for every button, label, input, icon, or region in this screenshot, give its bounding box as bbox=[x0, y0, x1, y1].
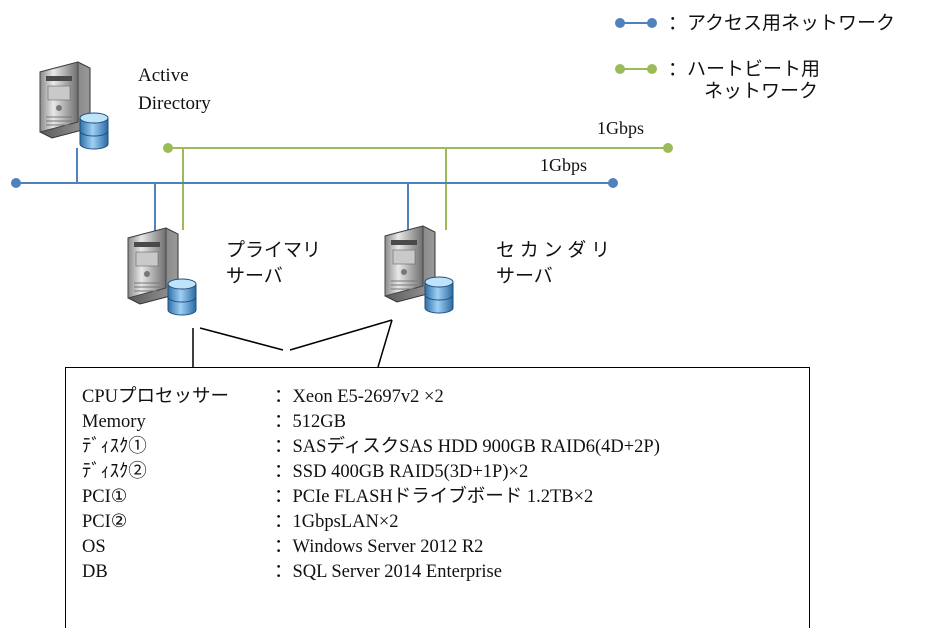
spec-label: Memory bbox=[82, 412, 146, 432]
legend-access-line bbox=[615, 18, 657, 28]
legend-access-label: ：アクセス用ネットワーク bbox=[668, 13, 896, 34]
access-speed-label: 1Gbps bbox=[540, 155, 588, 175]
spec-value: ：1GbpsLAN×2 bbox=[274, 512, 399, 532]
legend-heartbeat-line bbox=[615, 64, 657, 74]
primary-server-icon bbox=[127, 227, 197, 316]
spec-value: ：SSD 400GB RAID5(3D+1P)×2 bbox=[274, 462, 529, 482]
secondary-server-icon bbox=[384, 225, 454, 314]
legend-heartbeat-label-2: ネットワーク bbox=[704, 81, 819, 102]
heartbeat-speed-label: 1Gbps bbox=[597, 118, 645, 138]
spec-label: PCI① bbox=[82, 487, 128, 507]
primary-server-label: プライマリ bbox=[226, 240, 322, 261]
spec-value: ：Windows Server 2012 R2 bbox=[274, 537, 484, 557]
access-network bbox=[11, 148, 618, 248]
spec-value: ：SQL Server 2014 Enterprise bbox=[274, 562, 502, 582]
legend-heartbeat-label: ：ハートビート用 bbox=[668, 59, 821, 80]
heartbeat-network bbox=[163, 143, 673, 230]
spec-value: ：PCIe FLASHドライブボード 1.2TB×2 bbox=[274, 487, 594, 507]
active-directory-label: Active bbox=[138, 65, 189, 86]
spec-label: CPUプロセッサー bbox=[82, 387, 229, 407]
spec-callout bbox=[192, 319, 393, 368]
active-directory-label-2: Directory bbox=[138, 93, 211, 114]
secondary-server-label: セ カ ン ダ リ bbox=[496, 240, 611, 261]
spec-label: OS bbox=[82, 537, 106, 557]
primary-server-label-2: サーバ bbox=[226, 266, 283, 287]
spec-label: PCI② bbox=[82, 512, 128, 532]
spec-value: ：SASディスクSAS HDD 900GB RAID6(4D+2P) bbox=[274, 437, 660, 457]
secondary-server-label-2: サーバ bbox=[496, 266, 553, 287]
spec-value: ：512GB bbox=[274, 412, 346, 432]
spec-label: ﾃﾞｨｽｸ① bbox=[82, 437, 147, 457]
spec-value: ：Xeon E5-2697v2 ×2 bbox=[274, 387, 444, 407]
spec-label: ﾃﾞｨｽｸ② bbox=[82, 462, 147, 482]
spec-table: CPUプロセッサー ：Xeon E5-2697v2 ×2 Memory ：512… bbox=[65, 367, 810, 628]
spec-label: DB bbox=[82, 562, 108, 582]
active-directory-server-icon bbox=[39, 61, 109, 150]
